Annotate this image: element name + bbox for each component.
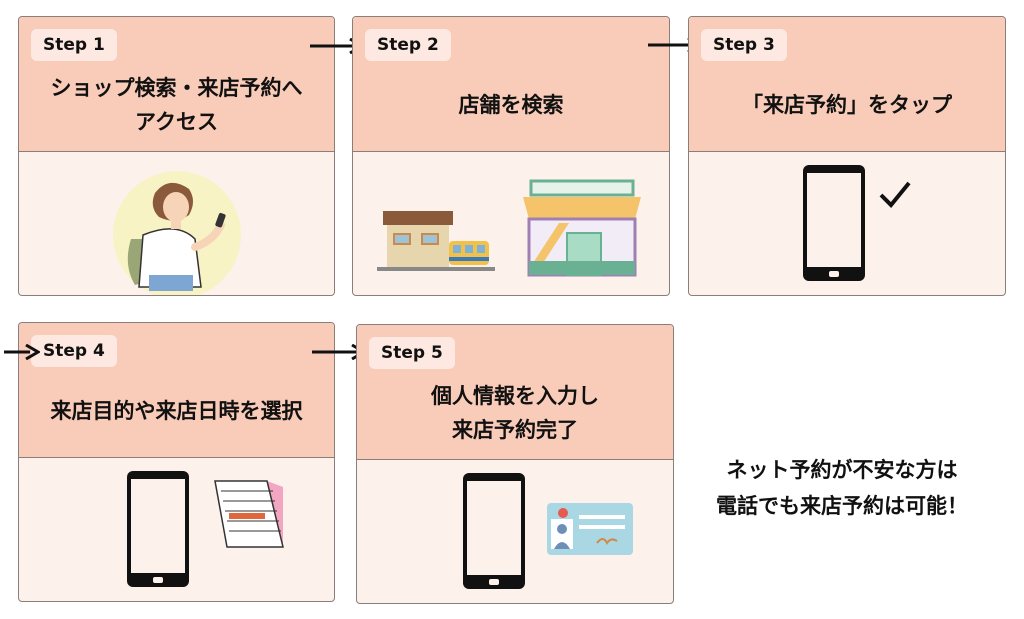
station-and-shop-icon	[377, 179, 641, 277]
step-4-header: Step 4 来店目的や来店日時を選択	[19, 323, 334, 458]
step-4-badge: Step 4	[31, 335, 117, 367]
step-3-badge: Step 3	[701, 29, 787, 61]
woman-with-smartphone-icon	[113, 171, 241, 295]
step-3-header: Step 3 「来店予約」をタップ	[689, 17, 1005, 152]
checkmark-icon	[879, 181, 911, 208]
step-2-badge: Step 2	[365, 29, 451, 61]
step-1-badge: Step 1	[31, 29, 117, 61]
smartphone-icon	[803, 165, 865, 281]
note-line-1: ネット予約が不安な方は	[726, 458, 958, 482]
step-4-card: Step 4 来店目的や来店日時を選択	[18, 322, 335, 602]
smartphone-icon	[463, 473, 525, 589]
step-5-header: Step 5 個人情報を入力し 来店予約完了	[357, 325, 673, 460]
step-3-illustration	[803, 165, 911, 281]
note-line-2: 電話でも来店予約は可能！	[716, 494, 968, 518]
step-5-illustration	[463, 473, 633, 589]
step-2-title: 店舗を検索	[458, 93, 564, 117]
calendar-icon	[214, 480, 284, 548]
step-5-badge: Step 5	[369, 337, 455, 369]
step-4-title: 来店目的や来店日時を選択	[50, 399, 303, 423]
id-card-icon	[547, 503, 633, 555]
step-1-header: Step 1 ショップ検索・来店予約へ アクセス	[19, 17, 334, 152]
smartphone-icon	[127, 471, 189, 587]
step-3-card: Step 3 「来店予約」をタップ	[688, 16, 1006, 296]
step-4-illustration	[127, 471, 284, 587]
step-5-card: Step 5 個人情報を入力し 来店予約完了	[356, 324, 674, 604]
step-5-title: 個人情報を入力し 来店予約完了	[431, 384, 599, 442]
step-2-header: Step 2 店舗を検索	[353, 17, 669, 152]
step-1-title: ショップ検索・来店予約へ アクセス	[50, 76, 303, 134]
arrow-right-icon	[4, 344, 40, 360]
step-1-card: Step 1 ショップ検索・来店予約へ アクセス	[18, 16, 335, 296]
step-2-card: Step 2 店舗を検索	[352, 16, 670, 296]
phone-reservation-note: ネット予約が不安な方は 電話でも来店予約は可能！	[692, 452, 992, 524]
step-3-title: 「来店予約」をタップ	[742, 93, 952, 117]
